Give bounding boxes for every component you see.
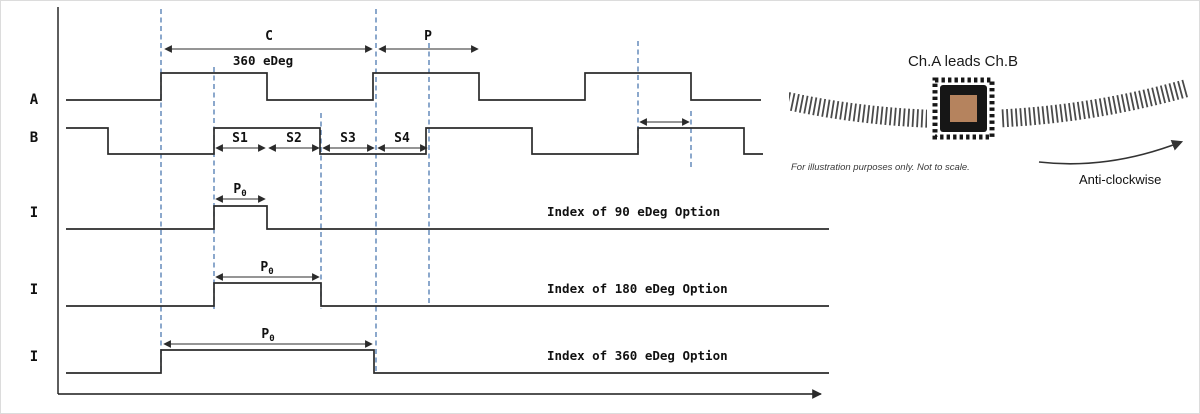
signal-label-i180: I bbox=[30, 282, 38, 298]
p0-main: P bbox=[261, 327, 269, 342]
p0-90-label: P0 bbox=[233, 182, 246, 199]
illustration-disclaimer: For illustration purposes only. Not to s… bbox=[791, 162, 970, 173]
anticlockwise-arrow bbox=[1038, 140, 1184, 165]
index-180-caption: Index of 180 eDeg Option bbox=[547, 281, 728, 296]
s3-label: S3 bbox=[340, 131, 356, 146]
signal-label-a: A bbox=[30, 92, 39, 108]
guide-lines bbox=[160, 9, 692, 372]
index-90-waveform bbox=[66, 205, 829, 230]
direction-label: Anti-clockwise bbox=[1079, 172, 1161, 187]
p0-180-label: P0 bbox=[260, 260, 273, 277]
index-360-waveform bbox=[66, 349, 829, 374]
s2-label: S2 bbox=[286, 131, 302, 146]
s4-label: S4 bbox=[394, 131, 410, 146]
sensor-chip bbox=[932, 77, 995, 140]
p-label: P bbox=[424, 29, 432, 44]
signal-label-b: B bbox=[30, 130, 38, 146]
index-90-caption: Index of 90 eDeg Option bbox=[547, 204, 720, 219]
full-cycle-label: 360 eDeg bbox=[233, 53, 293, 68]
channel-b-waveform bbox=[66, 127, 763, 155]
p0-360-label: P0 bbox=[261, 327, 274, 344]
chip-exposed-pad bbox=[950, 95, 977, 122]
index-180-waveform bbox=[66, 282, 829, 307]
signal-label-i90: I bbox=[30, 205, 38, 221]
illustration-title: Ch.A leads Ch.B bbox=[908, 53, 1018, 70]
s1-label: S1 bbox=[232, 131, 248, 146]
c-label: C bbox=[265, 29, 273, 44]
p0-subscript: 0 bbox=[241, 189, 246, 199]
p0-main: P bbox=[233, 182, 241, 197]
encoder-illustration: Ch.A leads Ch.B For illustration purpose… bbox=[789, 53, 1190, 187]
timing-diagram: A B I I I C 360 eDeg P S1 S2 S3 S4 P0 P0… bbox=[30, 7, 829, 399]
channel-a-waveform bbox=[66, 72, 761, 101]
chip-pins bbox=[932, 77, 995, 140]
index-360-caption: Index of 360 eDeg Option bbox=[547, 348, 728, 363]
signal-label-i360: I bbox=[30, 349, 38, 365]
p0-main: P bbox=[260, 260, 268, 275]
p0-subscript: 0 bbox=[269, 334, 274, 344]
p0-subscript: 0 bbox=[268, 267, 273, 277]
dimension-arrows bbox=[163, 45, 690, 348]
